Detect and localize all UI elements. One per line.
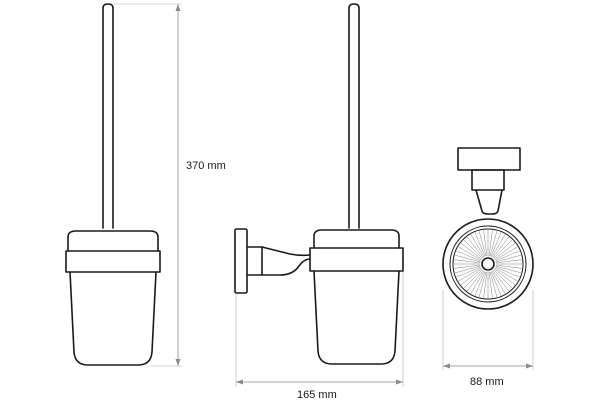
height-dimension: 370 mm xyxy=(114,3,226,367)
bristle-line xyxy=(495,254,521,263)
bristle-line xyxy=(470,270,485,294)
bristle-line xyxy=(474,232,486,257)
top-outer-ring xyxy=(442,218,534,310)
top-wall-plate xyxy=(457,147,521,171)
bristle-line xyxy=(478,231,487,257)
top-bristles xyxy=(454,230,522,298)
bristle-line xyxy=(456,266,481,278)
bristle-line xyxy=(490,271,502,296)
front-brush-handle xyxy=(102,3,114,229)
bristle-line xyxy=(494,268,516,285)
bristle-line xyxy=(455,265,481,274)
side-holder-ring xyxy=(309,247,404,272)
bristle-line xyxy=(458,246,482,261)
depth-arrow-right xyxy=(526,363,533,369)
bristle-line xyxy=(491,234,506,258)
bristle-line xyxy=(495,265,521,274)
depth-label: 88 mm xyxy=(470,376,504,388)
width-arrow-right xyxy=(396,379,403,385)
height-arrow-top xyxy=(175,4,181,11)
bristle-line xyxy=(463,239,483,259)
depth-dimension: 88 mm xyxy=(442,290,534,388)
bristle-line xyxy=(456,250,481,262)
bristle-line xyxy=(489,271,498,297)
side-wall-plate xyxy=(234,228,248,294)
bristle-line xyxy=(495,250,520,262)
bristle-line xyxy=(483,230,488,257)
bristle-line xyxy=(454,264,481,269)
bristle-line xyxy=(494,243,516,260)
bristle-line xyxy=(474,271,486,296)
top-view xyxy=(442,147,534,310)
bristle-line xyxy=(460,268,482,285)
height-label: 370 mm xyxy=(186,160,226,172)
side-arm-neck xyxy=(261,246,311,276)
bristle-line xyxy=(493,269,513,289)
bristle-line xyxy=(495,266,520,278)
bristle-line xyxy=(478,271,487,297)
width-label: 165 mm xyxy=(297,389,337,400)
bristle-line xyxy=(494,246,518,261)
top-mount-block xyxy=(471,169,505,191)
top-arm xyxy=(475,189,503,215)
bristle-line xyxy=(470,234,485,258)
side-glass-cup xyxy=(313,270,400,365)
front-view xyxy=(65,3,161,366)
bristle-line xyxy=(460,243,482,260)
bristle-line xyxy=(467,270,484,292)
bristle-line xyxy=(495,264,522,269)
front-holder-ring xyxy=(65,250,161,273)
depth-arrow-left xyxy=(443,363,450,369)
bristle-line xyxy=(454,259,481,264)
bristle-line xyxy=(490,232,502,257)
width-arrow-left xyxy=(236,379,243,385)
bristle-line xyxy=(458,267,482,282)
bristle-line xyxy=(455,254,481,263)
bristle-line xyxy=(495,259,522,264)
bristle-line xyxy=(494,267,518,282)
bristle-line xyxy=(492,270,509,292)
side-view xyxy=(234,3,404,365)
side-lid xyxy=(313,229,400,249)
bristle-line xyxy=(488,271,493,298)
side-brush-handle xyxy=(348,3,360,229)
front-lid xyxy=(67,230,159,252)
bristle-line xyxy=(489,231,498,257)
bristle-line xyxy=(463,269,483,289)
side-support-arm xyxy=(246,246,263,276)
bristle-line xyxy=(488,230,493,257)
width-dimension: 165 mm xyxy=(235,272,404,400)
bristle-line xyxy=(467,236,484,258)
top-bristle-ring xyxy=(452,228,524,300)
bristle-line xyxy=(492,236,509,258)
bristle-line xyxy=(483,271,488,298)
height-arrow-bottom xyxy=(175,359,181,366)
top-inner-ring xyxy=(449,225,527,303)
bristle-line xyxy=(493,239,513,259)
bristle-line xyxy=(491,270,506,294)
front-glass-cup xyxy=(69,271,157,366)
top-handle-end xyxy=(481,257,495,271)
